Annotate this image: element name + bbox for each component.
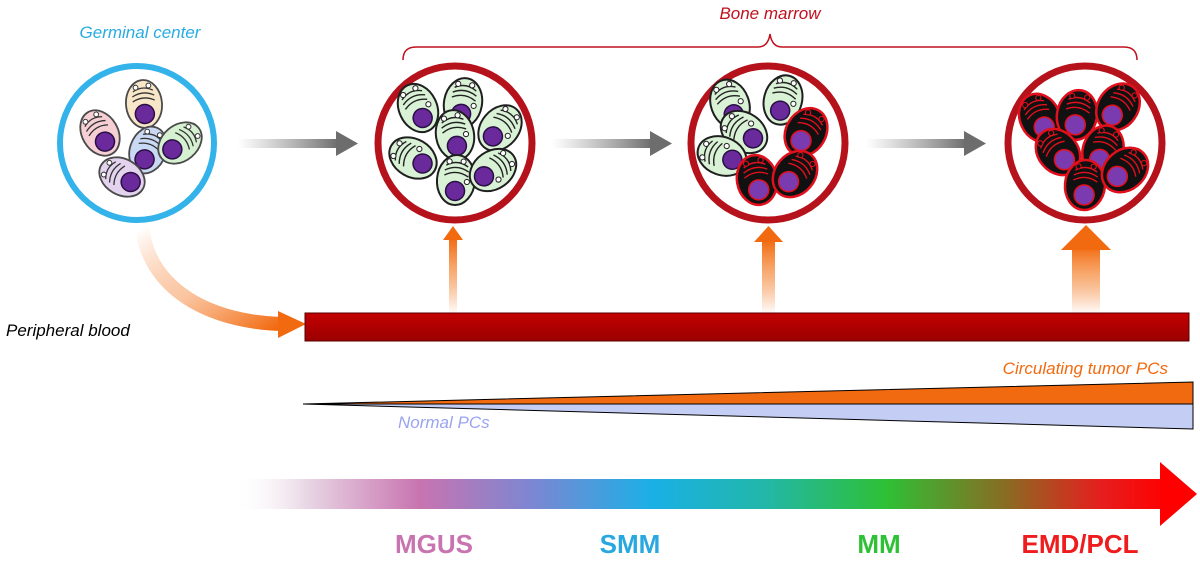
progression-arrow-1	[238, 131, 358, 156]
circulating-tumor-pcs-wedge	[302, 381, 1194, 405]
bone-marrow-tumor-cells-icon	[1004, 62, 1166, 224]
peripheral-blood-label: Peripheral blood	[6, 321, 130, 340]
germinal-to-blood-arrow	[135, 226, 306, 338]
stage-label-mgus: MGUS	[395, 529, 473, 559]
peripheral-blood-bar	[304, 312, 1190, 342]
circulating-tumor-pcs-label: Circulating tumor PCs	[1003, 359, 1169, 378]
blood-to-marrow-arrow-2	[754, 226, 783, 314]
disease-stage-spectrum-arrow	[232, 462, 1197, 526]
normal-pcs-wedge	[302, 403, 1194, 430]
germinal-center-label: Germinal center	[80, 23, 202, 42]
bone-marrow-mixed-cells-icon	[687, 62, 849, 224]
bone-marrow-label: Bone marrow	[719, 4, 822, 23]
blood-to-marrow-arrow-3	[1061, 225, 1111, 314]
progression-arrow-2	[552, 131, 672, 156]
blood-to-marrow-arrow-1	[443, 226, 463, 314]
stage-label-smm: SMM	[600, 529, 661, 559]
normal-pcs-label: Normal PCs	[398, 413, 490, 432]
stage-label-mm: MM	[857, 529, 900, 559]
bone-marrow-bracket	[402, 33, 1138, 61]
progression-arrow-3	[866, 131, 986, 156]
germinal-center-cluster-icon	[57, 63, 217, 223]
bone-marrow-normal-cells-icon	[374, 62, 536, 224]
stage-label-emd-pcl: EMD/PCL	[1022, 529, 1139, 559]
